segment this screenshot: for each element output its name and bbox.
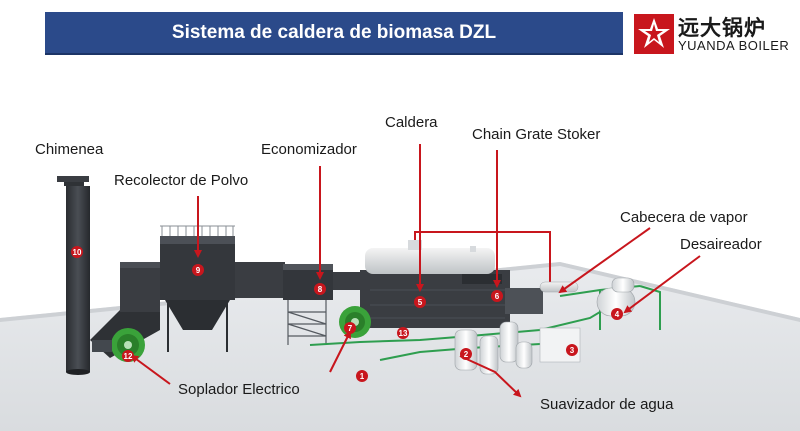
label-deaerator: Desaireador [680, 236, 762, 253]
arrow-blower-right [329, 330, 351, 373]
marker-boiler: 5 [414, 296, 426, 308]
chimney [57, 176, 90, 375]
svg-text:4: 4 [615, 310, 620, 319]
svg-text:9: 9 [196, 266, 201, 275]
brand-chinese-name: 远大锅炉 [678, 16, 766, 40]
label-economizer: Economizador [261, 141, 357, 158]
svg-text:10: 10 [73, 248, 82, 257]
boiler-body [360, 240, 543, 328]
marker-badges: 10 9 8 5 6 12 7 13 1 2 3 4 [71, 246, 623, 382]
brand-star-icon [634, 14, 674, 54]
arrow-blower-left [130, 354, 171, 385]
svg-text:12: 12 [124, 352, 133, 361]
marker-stoker: 6 [491, 290, 503, 302]
blower-fan-left [92, 328, 145, 362]
label-dust-collector: Recolector de Polvo [114, 172, 249, 189]
svg-text:2: 2 [464, 350, 469, 359]
label-blower: Soplador Electrico [178, 381, 300, 398]
svg-text:7: 7 [348, 324, 353, 333]
svg-text:3: 3 [570, 346, 575, 355]
marker-dust-collector: 9 [192, 264, 204, 276]
label-stoker: Chain Grate Stoker [472, 126, 601, 143]
marker-blower-right: 7 [344, 322, 356, 334]
brand-logo: 远大锅炉 YUANDA BOILER [632, 10, 792, 56]
blower-fan-right [339, 306, 371, 338]
label-chimney: Chimenea [35, 141, 104, 158]
brand-english-name: YUANDA BOILER [678, 38, 790, 53]
label-water-softener: Suavizador de agua [540, 396, 674, 413]
marker-water-inlet: 1 [356, 370, 368, 382]
marker-blower-left: 12 [122, 350, 134, 362]
steam-line [414, 231, 551, 282]
marker-chimney: 10 [71, 246, 83, 258]
marker-deaerator: 4 [611, 308, 623, 320]
economizer [283, 264, 363, 345]
label-steam-header: Cabecera de vapor [620, 209, 748, 226]
svg-text:1: 1 [360, 372, 365, 381]
label-boiler: Caldera [385, 114, 438, 131]
title-bar: Sistema de caldera de biomasa DZL [45, 12, 623, 55]
arrow-softener [459, 355, 522, 398]
marker-economizer: 8 [314, 283, 326, 295]
arrow-deaerator [623, 255, 701, 314]
svg-text:6: 6 [495, 292, 500, 301]
svg-text:8: 8 [318, 285, 323, 294]
arrow-steam-header [558, 227, 651, 294]
marker-tank: 3 [566, 344, 578, 356]
callout-arrows [130, 144, 701, 398]
svg-text:13: 13 [399, 329, 408, 338]
water-softener-tanks [454, 321, 581, 375]
page-title: Sistema de caldera de biomasa DZL [171, 22, 497, 43]
marker-pump: 13 [397, 327, 409, 339]
marker-softener: 2 [460, 348, 472, 360]
svg-text:5: 5 [418, 298, 423, 307]
